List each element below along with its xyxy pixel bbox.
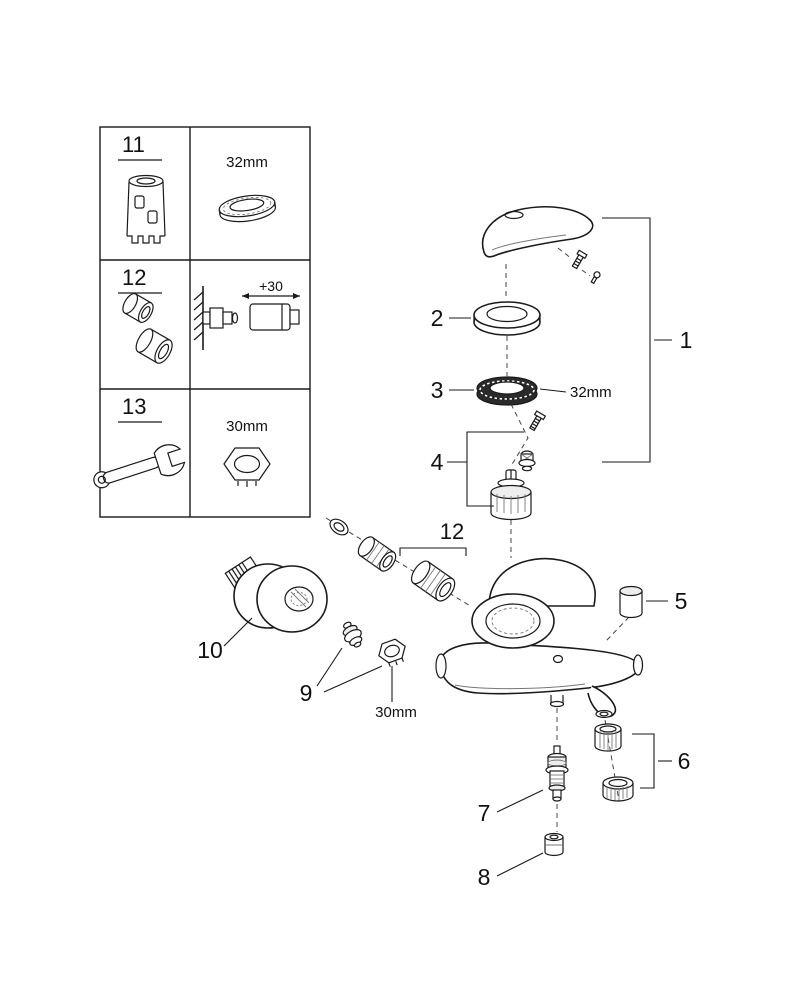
callout-3: 3 32mm — [431, 377, 612, 403]
callout-6-bracket — [632, 733, 655, 789]
cartridge-screw — [529, 410, 547, 432]
cartridge-tool-drawing — [126, 174, 166, 244]
cartridge-body — [490, 469, 532, 521]
callout-9-label: 9 — [300, 680, 313, 706]
callout-12: 12 — [399, 519, 467, 556]
legend-plus30-label: +30 — [259, 278, 283, 294]
plug-screw-drawing — [544, 832, 564, 857]
callout-1: 1 — [602, 217, 693, 463]
callout-9: 9 30mm — [300, 647, 417, 721]
callout-4-label: 4 — [431, 449, 444, 475]
legend-size-30mm: 30mm — [226, 418, 268, 435]
wall-flange-drawing — [224, 556, 328, 633]
legend-row-13: 13 30mm — [93, 394, 271, 489]
callout-9-size-label: 30mm — [375, 704, 417, 721]
callout-8: 8 — [478, 852, 544, 890]
check-valve — [342, 621, 363, 648]
cartridge-valve-piece — [518, 450, 536, 472]
legend-row-11: 11 32mm — [118, 132, 277, 244]
cap-ring-drawing — [473, 301, 541, 336]
spout — [587, 685, 617, 718]
mousseur — [594, 723, 622, 752]
wrench-drawing — [93, 444, 186, 489]
callout-12-label: 12 — [440, 519, 464, 544]
main-exploded-view: 1 2 3 32mm 4 12 5 10 — [197, 206, 693, 890]
callout-2-label: 2 — [431, 305, 444, 331]
diverter-drawing — [545, 745, 569, 802]
callout-2: 2 — [431, 305, 471, 331]
callout-6-label: 6 — [678, 748, 691, 774]
callout-7-label: 7 — [478, 800, 491, 826]
callout-7: 7 — [478, 789, 544, 826]
handle-screw — [571, 249, 588, 270]
lever-handle-drawing — [481, 206, 601, 285]
legend-row-12: 12 — [118, 265, 300, 364]
callout-3-size-label: 32mm — [570, 384, 612, 401]
legend-number-13: 13 — [122, 394, 146, 419]
nut-30-legend-drawing — [223, 447, 271, 487]
callout-10: 10 — [197, 617, 253, 663]
legend-number-12: 12 — [122, 265, 146, 290]
legend-size-32mm: 32mm — [226, 154, 268, 171]
union-nut-30 — [378, 638, 406, 667]
callout-8-label: 8 — [478, 864, 491, 890]
callout-6: 6 — [632, 733, 691, 789]
callout-12-bracket — [399, 547, 467, 556]
ring-nut-32-legend-drawing — [218, 194, 277, 223]
parts-legend-table: 11 32mm 12 — [93, 126, 311, 518]
cap-drawing — [619, 585, 643, 619]
callout-4: 4 — [431, 431, 524, 507]
check-valve-and-nut-drawing — [342, 621, 406, 667]
union-couplers-legend-drawing — [122, 292, 173, 364]
callout-4-bracket — [466, 431, 524, 507]
eccentric-unions-drawing — [329, 518, 456, 602]
spout-ring-nut — [602, 776, 634, 802]
callout-1-bracket — [602, 217, 651, 463]
mousseur-and-ring-drawing — [594, 723, 634, 802]
callout-10-label: 10 — [197, 637, 223, 663]
callout-3-label: 3 — [431, 377, 444, 403]
legend-number-11: 11 — [122, 132, 145, 157]
faucet-body-drawing — [435, 557, 644, 719]
callout-1-label: 1 — [680, 327, 693, 353]
callout-5-label: 5 — [675, 588, 688, 614]
handle-cap-screw — [590, 271, 601, 285]
ring-nut-32-drawing — [476, 376, 538, 406]
callout-5: 5 — [646, 588, 687, 614]
wall-mount-extension-drawing: +30 — [193, 278, 300, 350]
cartridge-assembly-drawing — [490, 410, 547, 521]
